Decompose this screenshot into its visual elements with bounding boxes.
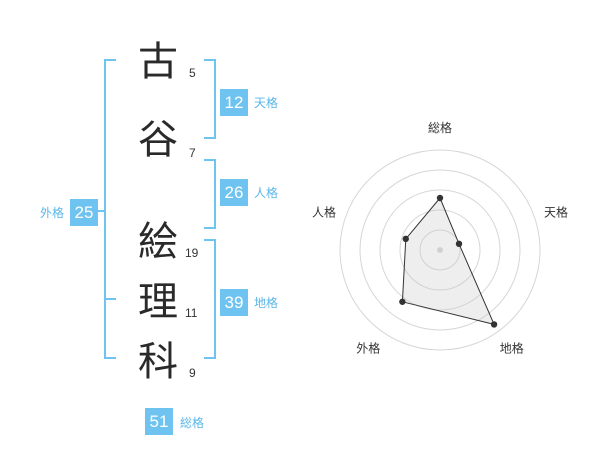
radar-point-1: [436, 194, 444, 202]
kanji-char-3: 絵: [138, 219, 178, 265]
stroke-count-4: 11: [185, 306, 198, 320]
gaikaku-connector: [98, 210, 106, 212]
radar-axis-label-5: 人格: [312, 204, 336, 219]
radar-center-dot: [437, 247, 443, 253]
radar-point-2: [455, 240, 463, 248]
radar-point-3: [490, 321, 498, 328]
stroke-count-3: 19: [185, 246, 199, 260]
chikaku-value-badge: 39: [220, 289, 248, 316]
tenkaku-bracket: [204, 59, 216, 139]
jinkaku-bracket: [204, 159, 216, 229]
radar-axis-label-3: 地格: [500, 341, 524, 356]
radar-data-polygon: [401, 197, 495, 326]
tenkaku-value-badge: 12: [220, 89, 248, 116]
radar-data-area: [401, 197, 495, 326]
gaikaku-label: 外格: [40, 206, 65, 220]
stroke-count-1: 5: [189, 66, 196, 80]
tenkaku-label: 天格: [254, 96, 279, 110]
kanji-char-2: 谷: [138, 117, 178, 163]
kanji-char-1: 古: [138, 39, 178, 85]
radar-point-4: [399, 298, 406, 305]
chikaku-label: 地格: [254, 296, 279, 310]
gaikaku-value-badge: 25: [70, 199, 98, 226]
radar-data-points: [399, 194, 498, 328]
jinkaku-value-badge: 26: [220, 179, 248, 206]
jinkaku-label: 人格: [254, 186, 279, 200]
gaikaku-bracket: [104, 59, 116, 359]
kanji-char-4: 理: [138, 279, 178, 325]
kanji-char-5: 科: [138, 339, 178, 385]
radar-axis-label-2: 天格: [544, 204, 568, 219]
radar-axis-label-4: 外格: [356, 341, 380, 356]
stroke-count-2: 7: [189, 146, 196, 160]
gaikaku-bracket-tick: [104, 298, 116, 300]
radar-grid-rings: [339, 149, 541, 351]
radar-point-5: [402, 235, 409, 243]
soukaku-label: 総格: [180, 416, 205, 430]
stroke-count-5: 9: [189, 366, 196, 380]
chikaku-bracket: [204, 239, 216, 359]
radar-axis-label-1: 総格: [428, 120, 452, 135]
soukaku-value-badge: 51: [145, 408, 173, 435]
